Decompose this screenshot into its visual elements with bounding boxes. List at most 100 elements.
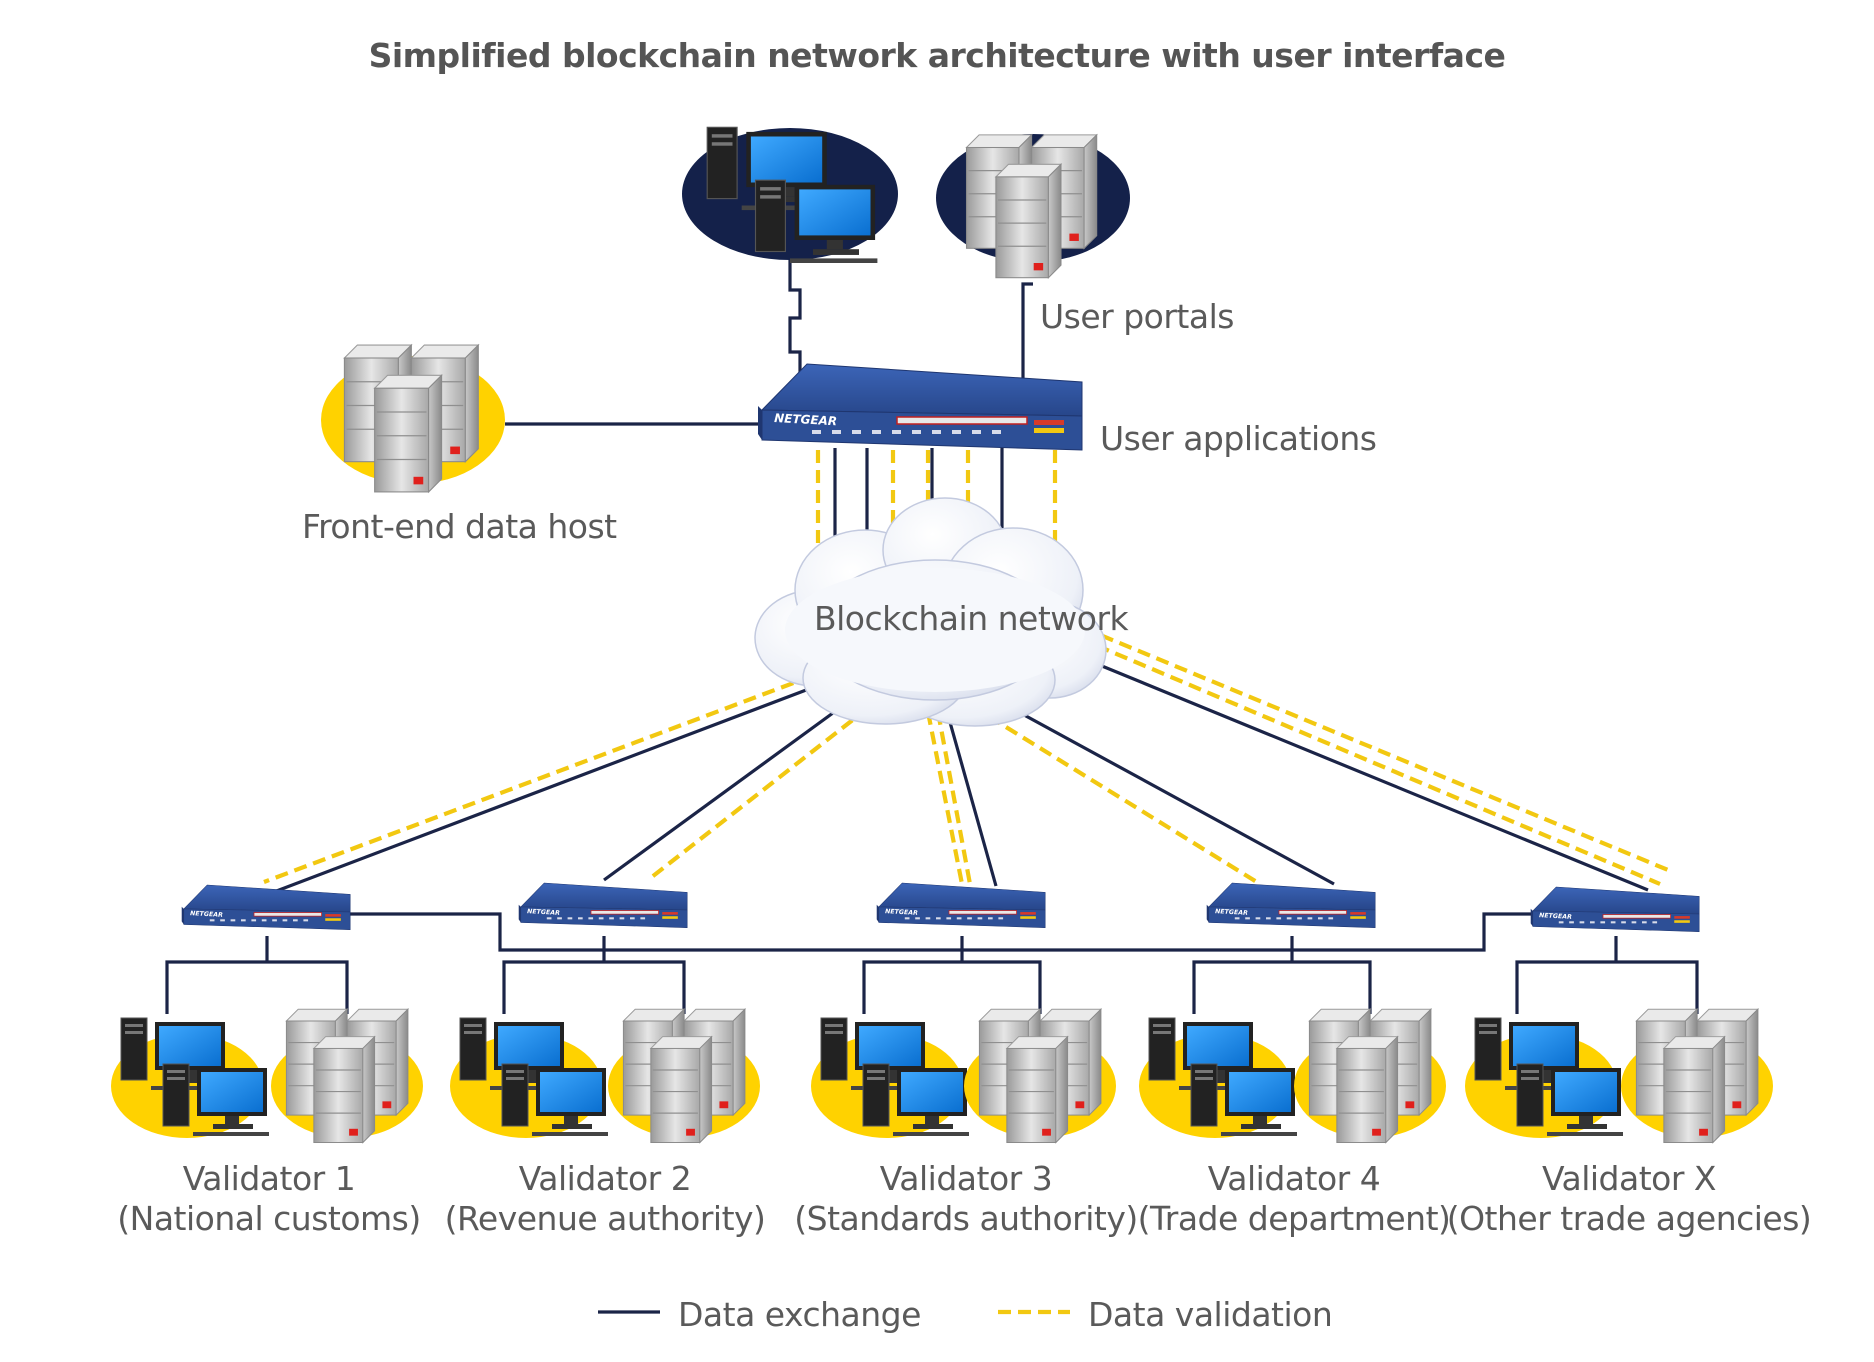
server-led bbox=[1699, 1128, 1708, 1136]
server-led bbox=[1033, 263, 1044, 271]
switch-power-led bbox=[1034, 420, 1064, 425]
monitor-screen bbox=[901, 1072, 963, 1112]
switch-port-led bbox=[598, 917, 604, 920]
switch-port-led bbox=[988, 917, 993, 920]
server-rack-icon bbox=[1005, 1035, 1069, 1144]
blockchain-network-label: Blockchain network bbox=[814, 599, 1129, 638]
workstation-icon bbox=[1148, 1017, 1255, 1090]
workstation-icon bbox=[1190, 1063, 1297, 1136]
monitor-stand bbox=[883, 1070, 897, 1078]
validator-1-local-connection bbox=[165, 936, 349, 1014]
workstation-icon bbox=[120, 1017, 227, 1090]
tower-drive bbox=[464, 1031, 482, 1034]
cloud-core bbox=[785, 568, 1085, 692]
validator-5-switch: NETGEAR bbox=[1530, 886, 1700, 932]
switch-port-led bbox=[261, 919, 267, 922]
portal-workstation-connection bbox=[788, 256, 802, 378]
front-end-data-host-label: Front-end data host bbox=[302, 507, 617, 546]
switch-top-face bbox=[183, 884, 351, 913]
switch-port-led bbox=[925, 917, 931, 920]
validator-3-org: (Standards authority) bbox=[794, 1199, 1138, 1238]
tower-drive bbox=[125, 1031, 143, 1034]
tower-drive bbox=[1521, 1070, 1539, 1073]
server-rack-icon bbox=[1662, 1035, 1726, 1144]
tower-case bbox=[862, 1063, 890, 1127]
switch-port-led bbox=[912, 430, 921, 434]
validator-x-org: (Other trade agencies) bbox=[1446, 1199, 1812, 1238]
switch-port-led bbox=[1558, 921, 1564, 924]
connections-layer bbox=[165, 256, 1699, 1315]
server-led bbox=[382, 1101, 392, 1109]
switch-status-led bbox=[1674, 920, 1690, 923]
user-applications-switch: NETGEAR bbox=[758, 363, 1083, 451]
server-side bbox=[732, 1008, 746, 1117]
switch-port-led bbox=[220, 919, 225, 922]
server-side bbox=[1055, 1035, 1069, 1144]
validator-4-switch: NETGEAR bbox=[1206, 882, 1376, 928]
switch-power-led bbox=[662, 912, 678, 915]
monitor-base bbox=[871, 1078, 911, 1083]
monitor-stand bbox=[925, 1116, 939, 1124]
switch-top-face bbox=[520, 882, 688, 911]
monitor-base bbox=[913, 1124, 953, 1129]
validator-3-local-connection bbox=[862, 936, 1042, 1014]
user-portals-label: User portals bbox=[1040, 297, 1234, 336]
switch-port-led bbox=[872, 430, 881, 434]
switch-display-strip bbox=[1278, 910, 1347, 915]
switch-port-led bbox=[588, 917, 594, 920]
cloud-validator-2-exchange bbox=[603, 700, 849, 882]
workstation-icon bbox=[862, 1063, 969, 1136]
cloud-validator-3-validation-a bbox=[925, 711, 965, 885]
cloud-validator-3-exchange bbox=[944, 707, 998, 887]
switch-status-led bbox=[662, 916, 678, 919]
monitor-screen bbox=[799, 189, 871, 236]
tower-drive bbox=[1521, 1077, 1539, 1080]
tower-case bbox=[1190, 1063, 1218, 1127]
validator-x-name: Validator X bbox=[1541, 1159, 1717, 1198]
switch-power-led bbox=[1674, 916, 1690, 919]
tower-case bbox=[501, 1063, 529, 1127]
switch-port-led bbox=[1245, 917, 1250, 920]
keyboard bbox=[193, 1132, 269, 1136]
monitor-base bbox=[813, 249, 859, 255]
switch-port-led bbox=[1307, 917, 1313, 920]
cloud-validator-2-validation bbox=[646, 706, 870, 882]
monitor-base bbox=[1241, 1124, 1281, 1129]
validator-4-name: Validator 4 bbox=[1207, 1159, 1381, 1198]
tower-drive bbox=[125, 1024, 143, 1027]
monitor-stand bbox=[1253, 1116, 1267, 1124]
switch-display-strip bbox=[1602, 914, 1671, 919]
monitor-screen bbox=[859, 1026, 921, 1066]
monitor-base bbox=[764, 196, 811, 203]
server-side bbox=[1418, 1008, 1432, 1117]
monitor-stand bbox=[1537, 1070, 1551, 1078]
switch-brand-text: NETGEAR bbox=[774, 411, 838, 428]
switch-port-led bbox=[230, 919, 236, 922]
legend-data-exchange-label: Data exchange bbox=[678, 1295, 921, 1334]
switch-brand-text: NETGEAR bbox=[527, 908, 560, 917]
switch-brand-text: NETGEAR bbox=[190, 910, 223, 919]
switch-side-face bbox=[518, 904, 521, 923]
switch-power-led bbox=[1020, 912, 1036, 915]
switch-port-led bbox=[1286, 917, 1292, 920]
monitor-screen bbox=[750, 136, 823, 183]
server-side bbox=[362, 1035, 376, 1144]
monitor-screen bbox=[1229, 1072, 1291, 1112]
switch-port-led bbox=[904, 917, 910, 920]
validator-2-switch: NETGEAR bbox=[518, 882, 688, 928]
monitor-stand bbox=[225, 1116, 239, 1124]
server-led bbox=[1405, 1101, 1415, 1109]
blockchain-cloud-icon bbox=[754, 497, 1107, 727]
validator-2-name: Validator 2 bbox=[518, 1159, 692, 1198]
validator-backbone-connection bbox=[340, 912, 1540, 952]
switch-port-led bbox=[956, 917, 962, 920]
switch-port-led bbox=[578, 917, 583, 920]
switch-side-face bbox=[758, 406, 762, 440]
server-side bbox=[1047, 163, 1062, 279]
cloud-validator-x-validation-b bbox=[1063, 618, 1669, 872]
monitor-stand bbox=[1211, 1070, 1225, 1078]
server-front bbox=[1663, 1047, 1714, 1144]
cloud-validator-x-validation-a bbox=[1059, 628, 1661, 886]
tower-case bbox=[120, 1017, 148, 1081]
switch-port-led bbox=[852, 430, 861, 434]
